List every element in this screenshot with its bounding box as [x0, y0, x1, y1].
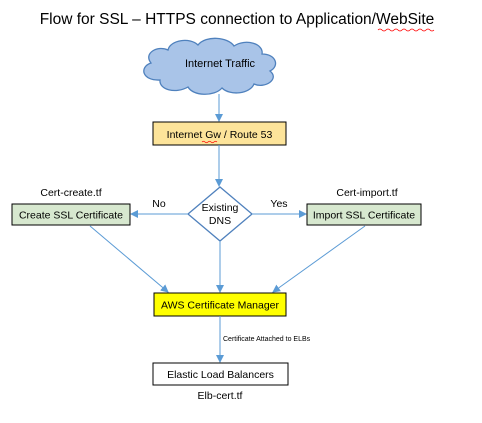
decision-label-line1: Existing: [202, 202, 239, 214]
existing-dns-decision: Existing DNS: [186, 186, 254, 242]
cloud-shape: [143, 37, 277, 95]
cert-import-file-label: Cert-import.tf: [336, 187, 397, 199]
arrow-import-to-acm: [272, 225, 366, 293]
import-ssl-certificate-label: Import SSL Certificate: [313, 210, 415, 222]
decision-label-line2: DNS: [209, 215, 231, 227]
internet-gateway-box: Internet Gw / Route 53: [152, 121, 287, 146]
aws-certificate-manager-label: AWS Certificate Manager: [161, 300, 280, 312]
internet-gateway-label: Internet Gw / Route 53: [167, 129, 273, 141]
gw-spellcheck-underline: [201, 140, 218, 144]
elastic-load-balancers-label: Elastic Load Balancers: [167, 369, 274, 381]
arrow-create-to-acm: [89, 225, 169, 293]
elb-cert-file-label: Elb-cert.tf: [198, 390, 243, 402]
edge-label-yes: Yes: [270, 198, 287, 210]
import-ssl-certificate-box: Import SSL Certificate: [306, 203, 422, 226]
edge-label-no: No: [152, 198, 166, 210]
internet-traffic-label: Internet Traffic: [185, 58, 256, 70]
create-ssl-certificate-box: Create SSL Certificate: [11, 203, 131, 226]
diagram-title: Flow for SSL – HTTPS connection to Appli…: [40, 11, 435, 28]
cert-create-file-label: Cert-create.tf: [40, 187, 101, 199]
certificate-attached-label: Certificate Attached to ELBs: [223, 336, 311, 343]
internet-traffic-cloud: Internet Traffic: [143, 37, 277, 95]
create-ssl-certificate-label: Create SSL Certificate: [19, 210, 123, 222]
title-spellcheck-underline: [377, 28, 435, 32]
aws-certificate-manager-box: AWS Certificate Manager: [153, 292, 287, 317]
elastic-load-balancers-box: Elastic Load Balancers: [152, 362, 289, 386]
